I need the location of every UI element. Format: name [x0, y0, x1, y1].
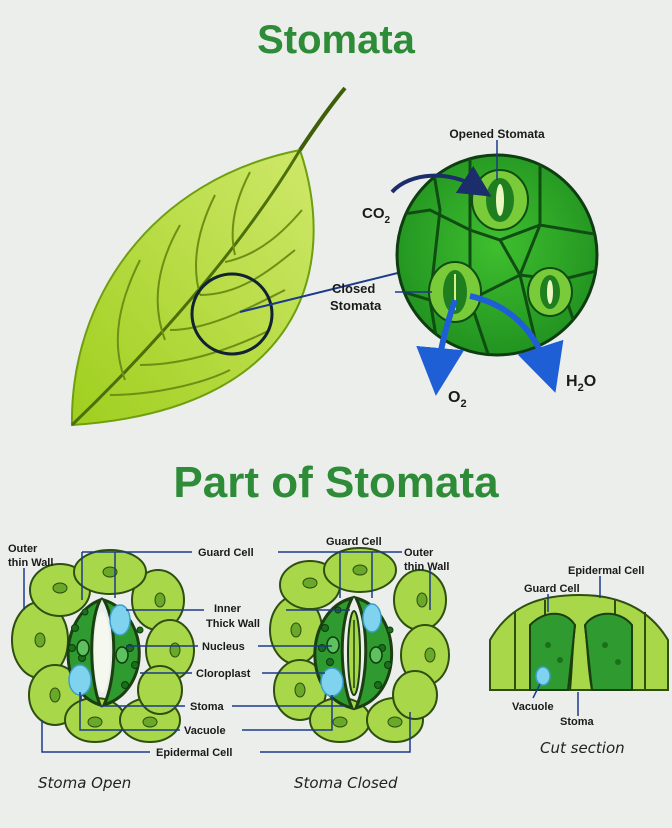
closed-stomata-label-line1: Closed: [332, 281, 375, 296]
part-label-lines: [23, 551, 601, 753]
vacuole-label: Vacuole: [184, 725, 226, 737]
outer-thin-wall-label-right-2: thin Wall: [404, 561, 449, 573]
zoomed-epidermis-circle: [395, 153, 599, 357]
cut-epidermal-cell-label: Epidermal Cell: [568, 565, 644, 577]
leaf-illustration: [70, 86, 431, 427]
guard-cell-label-2: Guard Cell: [326, 536, 382, 548]
inner-thick-wall-label-2: Thick Wall: [206, 618, 260, 630]
outer-thin-wall-label-left-1: Outer: [8, 543, 38, 555]
caption-stoma-open: Stoma Open: [38, 774, 131, 792]
caption-stoma-closed: Stoma Closed: [294, 774, 398, 792]
section-title: Part of Stomata: [173, 458, 499, 507]
chloroplast-label: Cloroplast: [196, 668, 251, 680]
closed-stomata-label-line2: Stomata: [330, 298, 382, 313]
h2o-label: H2O: [566, 373, 596, 394]
cut-vacuole-label: Vacuole: [512, 701, 554, 713]
co2-in-arrow: [390, 165, 492, 197]
small-stoma-in-circle: [527, 267, 573, 317]
cut-guard-cell-label: Guard Cell: [524, 583, 580, 595]
caption-cut-section: Cut section: [540, 739, 625, 757]
stoma-label: Stoma: [190, 701, 225, 713]
stoma-closed-diagram: [269, 547, 450, 743]
o2-out-arrow: [416, 299, 465, 396]
cut-stoma-label: Stoma: [560, 716, 595, 728]
magnify-circle: [190, 272, 274, 356]
opened-stomata-label: Opened Stomata: [449, 127, 545, 141]
opened-stoma-in-circle: [471, 169, 529, 231]
closed-stoma-in-circle: [428, 261, 482, 323]
outer-thin-wall-label-left-2: thin Wall: [8, 557, 53, 569]
h2o-out-arrow: [469, 293, 564, 393]
cut-section-diagram: [489, 593, 669, 691]
page-title: Stomata: [257, 18, 415, 62]
epidermal-cell-label: Epidermal Cell: [156, 747, 232, 759]
co2-label: CO2: [362, 205, 391, 226]
guard-cell-label: Guard Cell: [198, 547, 254, 559]
o2-label: O2: [448, 389, 467, 410]
outer-thin-wall-label-right-1: Outer: [404, 547, 434, 559]
nucleus-label: Nucleus: [202, 641, 245, 653]
inner-thick-wall-label-1: Inner: [214, 603, 242, 615]
